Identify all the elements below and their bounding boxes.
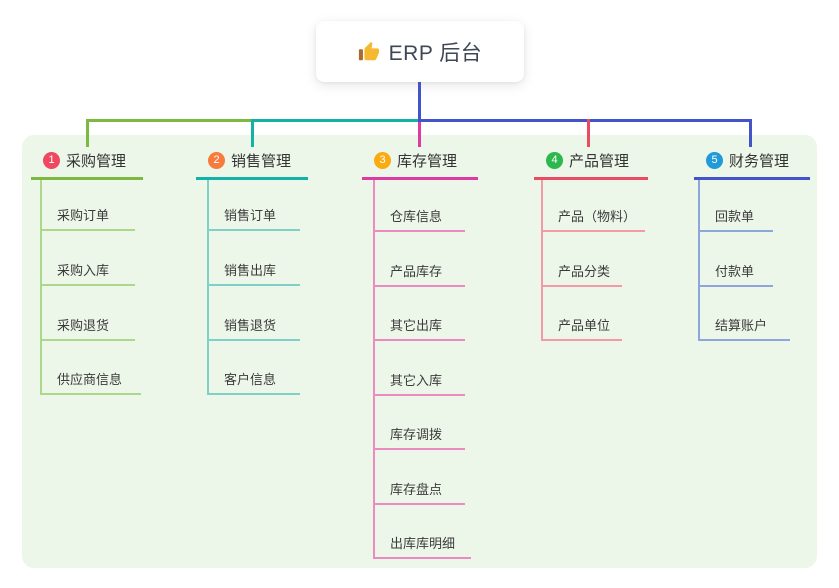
child-spine-line-5 (698, 180, 700, 341)
branch-drop-line-4 (586, 119, 590, 147)
trunk-segment-blue (417, 119, 752, 122)
child-node[interactable]: 产品分类 (558, 264, 611, 279)
branch-node-5[interactable]: 5 财务管理 (706, 150, 789, 171)
child-node[interactable]: 结算账户 (715, 318, 768, 333)
child-underline (373, 503, 465, 505)
branch-number-badge: 4 (546, 152, 563, 169)
child-spine-line-1 (40, 180, 42, 395)
branch-number-badge: 5 (706, 152, 723, 169)
child-node[interactable]: 产品（物料） (558, 209, 637, 224)
branch-title-underline-5 (694, 177, 810, 180)
child-underline (207, 284, 300, 286)
trunk-segment-teal (250, 119, 420, 122)
child-node[interactable]: 销售出库 (224, 263, 277, 278)
branch-title-label: 库存管理 (397, 153, 458, 170)
child-spine-line-3 (373, 180, 375, 559)
child-node[interactable]: 付款单 (715, 264, 755, 279)
branch-title-label: 产品管理 (569, 153, 630, 170)
child-underline (373, 339, 465, 341)
child-node[interactable]: 供应商信息 (57, 372, 123, 387)
child-node[interactable]: 其它入库 (390, 373, 443, 388)
branch-title-underline-2 (196, 177, 308, 180)
child-node[interactable]: 产品单位 (558, 318, 611, 333)
child-underline (207, 339, 300, 341)
child-underline (207, 393, 300, 395)
child-spine-line-4 (541, 180, 543, 341)
branch-drop-line-2 (250, 119, 254, 147)
branch-node-1[interactable]: 1 采购管理 (43, 150, 126, 171)
child-node[interactable]: 出库库明细 (390, 536, 456, 551)
branch-drop-line-1 (85, 119, 89, 147)
child-underline (698, 285, 773, 287)
branch-number-badge: 2 (208, 152, 225, 169)
child-underline (40, 339, 135, 341)
child-underline (207, 229, 300, 231)
branch-title-label: 采购管理 (66, 153, 127, 170)
child-node[interactable]: 采购退货 (57, 318, 110, 333)
branch-title-underline-3 (362, 177, 478, 180)
branch-title-label: 财务管理 (729, 153, 790, 170)
child-underline (373, 394, 465, 396)
branch-number-badge: 1 (43, 152, 60, 169)
child-node[interactable]: 仓库信息 (390, 209, 443, 224)
thumbs-up-icon (358, 41, 380, 63)
child-underline (541, 230, 645, 232)
child-node[interactable]: 其它出库 (390, 318, 443, 333)
child-underline (698, 230, 773, 232)
child-node[interactable]: 回款单 (715, 209, 755, 224)
branch-title-underline-4 (534, 177, 648, 180)
child-node[interactable]: 销售退货 (224, 318, 277, 333)
child-underline (40, 393, 141, 395)
child-underline (40, 284, 135, 286)
child-node[interactable]: 产品库存 (390, 264, 443, 279)
branch-title-underline-1 (31, 177, 143, 180)
child-underline (373, 285, 465, 287)
root-node[interactable]: ERP 后台 (316, 21, 524, 82)
child-underline (541, 285, 622, 287)
branch-drop-line-3 (417, 122, 421, 147)
child-underline (373, 557, 471, 559)
child-underline (40, 229, 135, 231)
child-node[interactable]: 客户信息 (224, 372, 277, 387)
child-underline (373, 448, 465, 450)
branch-title-label: 销售管理 (231, 153, 292, 170)
child-node[interactable]: 采购入库 (57, 263, 110, 278)
branch-node-2[interactable]: 2 销售管理 (208, 150, 291, 171)
root-node-label: ERP 后台 (388, 41, 483, 65)
branch-drop-line-5 (748, 119, 752, 147)
child-node[interactable]: 采购订单 (57, 208, 110, 223)
child-node[interactable]: 库存调拨 (390, 427, 443, 442)
branch-number-badge: 3 (374, 152, 391, 169)
child-node[interactable]: 库存盘点 (390, 482, 443, 497)
child-underline (541, 339, 622, 341)
branch-node-4[interactable]: 4 产品管理 (546, 150, 629, 171)
trunk-segment-green (85, 119, 253, 122)
child-underline (373, 230, 465, 232)
root-connector-line (417, 82, 421, 119)
child-node[interactable]: 销售订单 (224, 208, 277, 223)
branches-panel (22, 135, 817, 568)
branch-node-3[interactable]: 3 库存管理 (374, 150, 457, 171)
child-spine-line-2 (207, 180, 209, 395)
child-underline (698, 339, 790, 341)
